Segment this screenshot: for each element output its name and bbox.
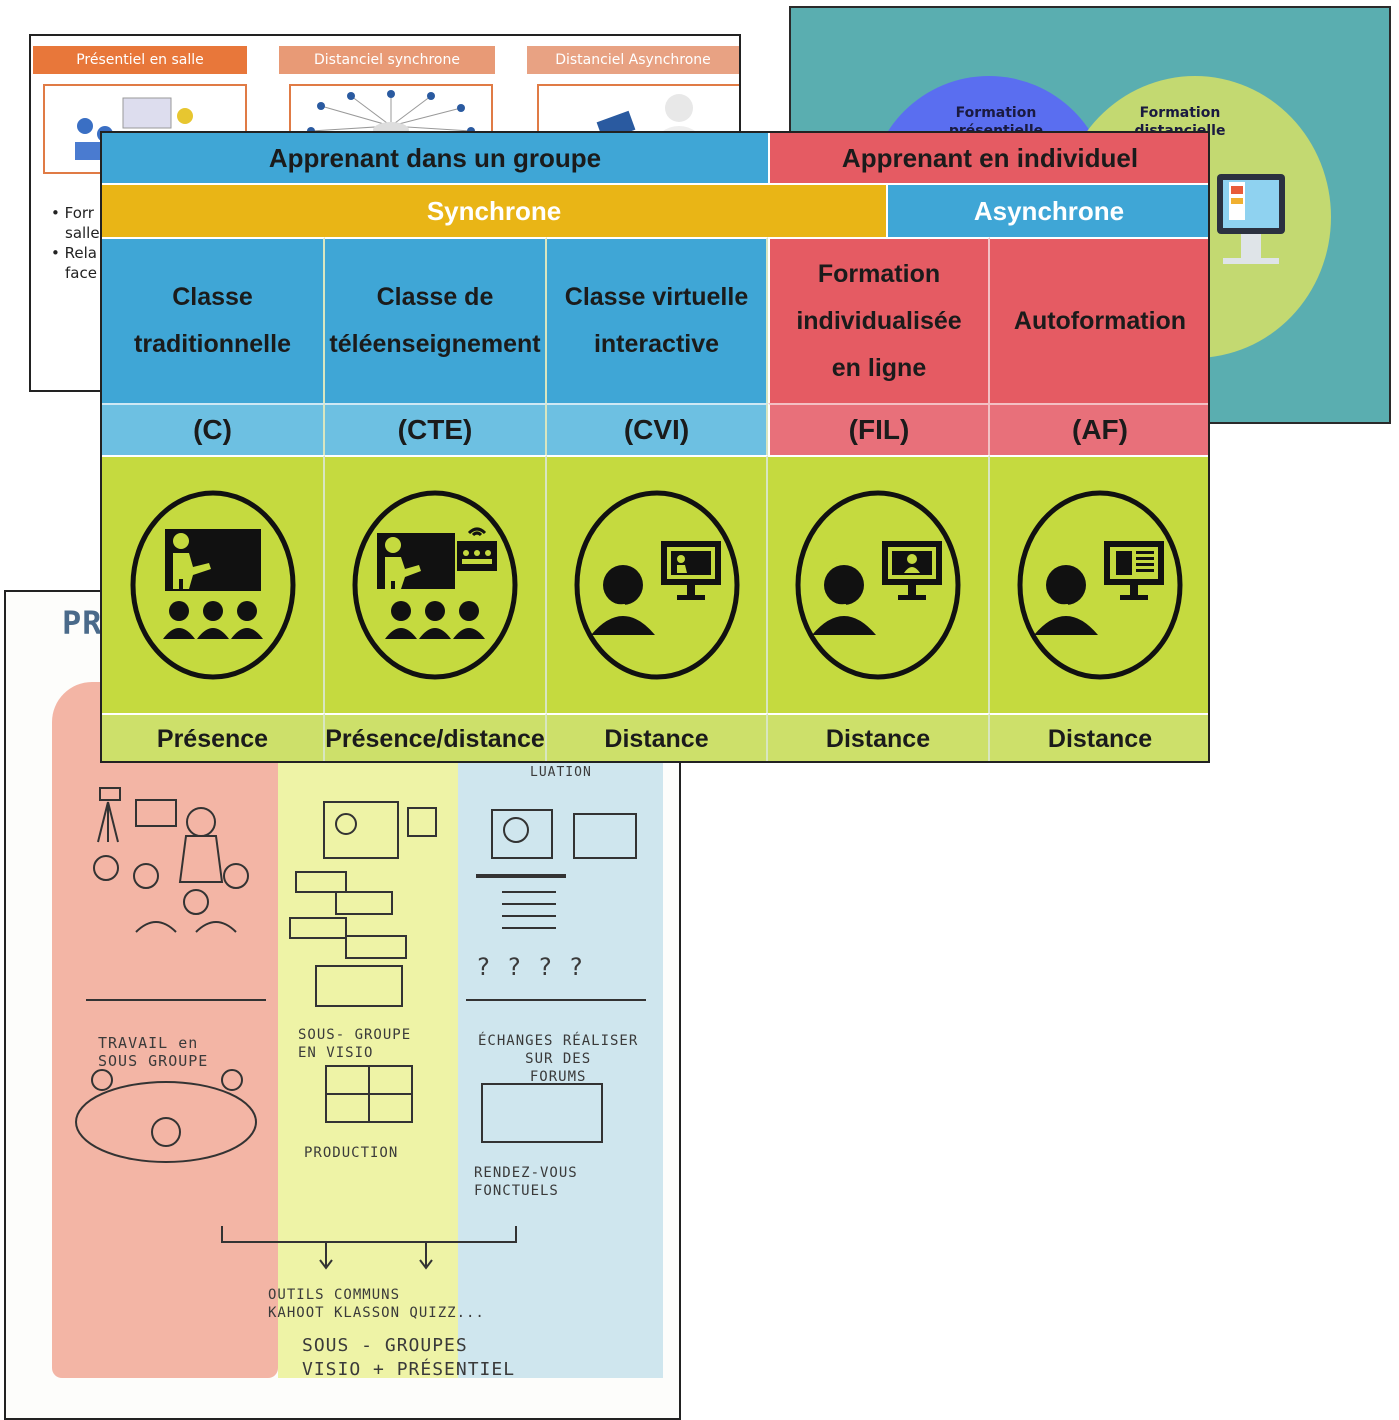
cell-icon-formation-individualisee — [768, 455, 990, 713]
cell-code-cte: (CTE) — [325, 403, 547, 455]
cell-name-autoformation: Autoformation — [990, 237, 1208, 403]
cell-name-classe-teleenseignement: Classe de téléenseignement — [325, 237, 547, 403]
cell-icon-classe-traditionnelle — [102, 455, 325, 713]
teacher-board-group-icon — [130, 490, 295, 680]
cell-code-cvi: (CVI) — [547, 403, 768, 455]
cell-name-formation-individualisee: Formation individualisée en ligne — [768, 237, 990, 403]
headset-screen-tutor-icon — [795, 490, 961, 680]
sketch-evaluation-fragment: LUATION — [530, 765, 592, 780]
column-presentiel — [52, 682, 278, 1378]
bullet-item: face — [65, 264, 97, 282]
cell-code-af: (AF) — [990, 403, 1208, 455]
bullet-list: • Forr salle • Rela face — [51, 204, 100, 284]
column-distance — [458, 682, 663, 1378]
label-rendez-vous: RENDEZ-VOUS FONCTUELS — [474, 1165, 578, 1199]
cell-mode-presence: Présence — [102, 713, 325, 761]
learning-modes-table: Apprenant dans un groupe Apprenant en in… — [100, 131, 1210, 763]
label-travail-sous-groupe: TRAVAIL en SOUS GROUPE — [98, 1034, 209, 1070]
bullet-item: salle — [65, 224, 100, 242]
cell-name-classe-traditionnelle: Classe traditionnelle — [102, 237, 325, 403]
cell-code-c: (C) — [102, 403, 325, 455]
cell-icon-classe-teleenseignement — [325, 455, 547, 713]
teacher-board-remote-group-icon — [352, 490, 518, 680]
header-apprenant-groupe: Apprenant dans un groupe — [102, 133, 768, 185]
header-distanciel-synchrone: Distanciel synchrone — [279, 46, 495, 74]
sketch-title-fragment: PR — [62, 604, 103, 642]
cell-name-classe-virtuelle: Classe virtuelle interactive — [547, 237, 768, 403]
column-visio — [278, 682, 458, 1378]
question-mark: ? — [537, 953, 554, 981]
cell-mode-distance-fil: Distance — [768, 713, 990, 761]
label-echanges-forums: ÉCHANGES RÉALISER SUR DES FORUMS — [478, 1033, 639, 1085]
header-presentiel-en-salle: Présentiel en salle — [33, 46, 247, 74]
headset-screen-document-icon — [1017, 490, 1183, 680]
sketch-arrows — [221, 1226, 517, 1270]
sketch-drawings — [75, 787, 646, 1163]
cell-icon-autoformation — [990, 455, 1208, 713]
cell-mode-distance-af: Distance — [990, 713, 1208, 761]
header-synchrone: Synchrone — [102, 185, 886, 237]
bullet-item: • Forr — [51, 204, 94, 222]
cell-mode-presence-distance: Présence/distance — [325, 713, 547, 761]
cell-code-fil: (FIL) — [768, 403, 990, 455]
label-production: PRODUCTION — [304, 1145, 399, 1161]
cell-mode-distance-cvi: Distance — [547, 713, 768, 761]
computer-monitor-icon — [1217, 174, 1285, 264]
question-marks-row: ? ? ? ? — [476, 955, 584, 979]
label-sous-groupe-visio: SOUS- GROUPE EN VISIO — [298, 1027, 412, 1061]
label-outils-communs: OUTILS COMMUNS KAHOOT KLASSON QUIZZ... — [268, 1287, 485, 1321]
cell-icon-classe-virtuelle — [547, 455, 768, 713]
question-mark: ? — [568, 953, 585, 981]
header-distanciel-asynchrone: Distanciel Asynchrone — [527, 46, 739, 74]
question-mark: ? — [476, 953, 492, 981]
label-sous-groupes-visio-presentiel: SOUS - GROUPES VISIO + PRÉSENTIEL — [302, 1335, 516, 1380]
question-mark: ? — [506, 953, 523, 981]
bullet-item: • Rela — [51, 244, 97, 262]
header-asynchrone: Asynchrone — [886, 185, 1208, 237]
headset-screen-teacher-icon — [574, 490, 739, 680]
header-apprenant-individuel: Apprenant en individuel — [768, 133, 1208, 185]
